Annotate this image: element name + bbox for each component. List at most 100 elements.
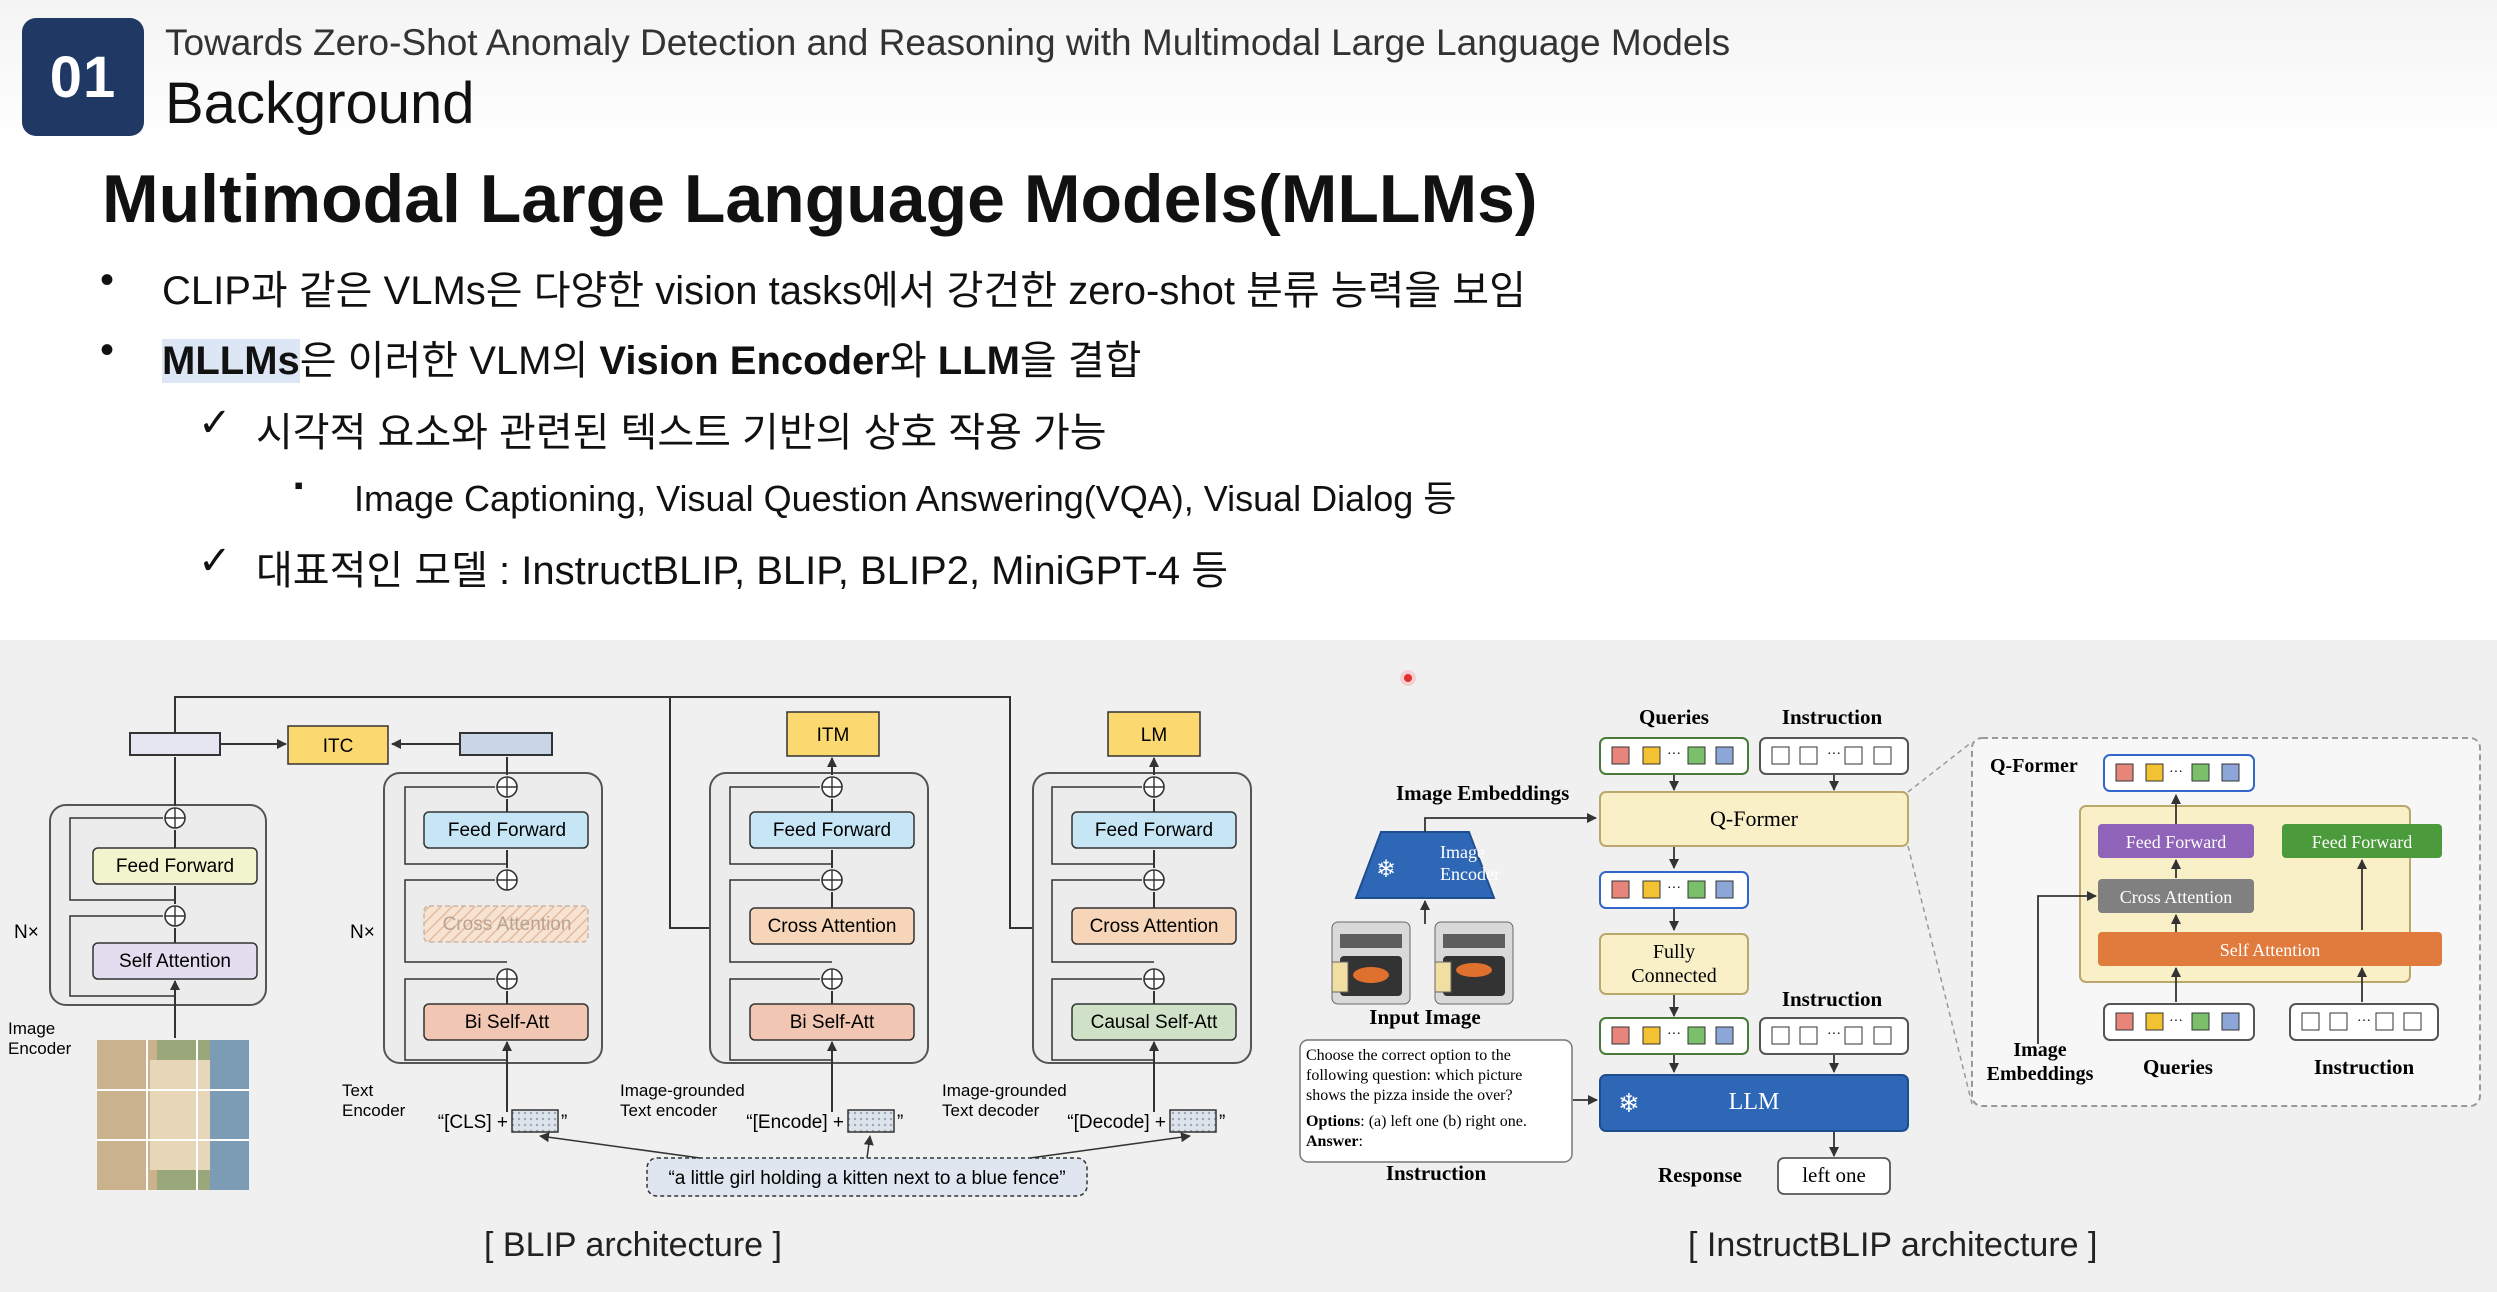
header-bar bbox=[0, 0, 2497, 150]
queries-tokens-top bbox=[1599, 737, 1749, 775]
bullet-mllm-combine: MLLMs은 이러한 VLM의 Vision Encoder와 LLM을 결합 bbox=[162, 328, 1141, 386]
projected-query-tokens bbox=[1599, 1017, 1749, 1055]
ellipsis: ··· bbox=[2357, 1014, 2371, 1029]
encoder-frozen-snowflake-icon: ❄ bbox=[1376, 857, 1396, 883]
blip-text: Cross Attention bbox=[443, 914, 572, 935]
sub-item-tasks: Image Captioning, Visual Question Answer… bbox=[354, 478, 1457, 519]
bullet-marker: • bbox=[100, 258, 115, 302]
blip-image-embedding-token bbox=[129, 732, 221, 756]
query-output-tokens bbox=[1599, 871, 1749, 909]
qformer-detail-title: Q-Former bbox=[1990, 755, 2078, 777]
response-box bbox=[1777, 1157, 1891, 1195]
bullet-clip-zero-shot: CLIP과 같은 VLMs은 다양한 vision tasks에서 강건한 ze… bbox=[162, 269, 1526, 313]
instruction-label-top: Instruction bbox=[1782, 705, 1883, 729]
ellipsis: ··· bbox=[1667, 747, 1681, 762]
ellipsis: ··· bbox=[2169, 1014, 2183, 1029]
blip-sentence-text: “a little girl holding a kitten next to … bbox=[668, 1168, 1065, 1189]
bullet-marker: • bbox=[100, 328, 115, 372]
instruction-text-box bbox=[1299, 1039, 1573, 1163]
blip-cls-text: “[CLS] + bbox=[438, 1112, 508, 1133]
qf-self-attention bbox=[2098, 932, 2442, 966]
blip-decode-text: “[Decode] + bbox=[1067, 1112, 1166, 1133]
instruction-tokens-bottom bbox=[1759, 1017, 1909, 1055]
blip-text-embedding-token bbox=[459, 732, 553, 756]
prompt-line: shows the pizza inside the over? bbox=[1306, 1087, 1513, 1104]
blip-text: Feed Forward bbox=[1095, 820, 1213, 841]
response-label: Response bbox=[1658, 1163, 1742, 1187]
blip-itc-label: ITC bbox=[323, 736, 354, 757]
blip-quote-end: ” bbox=[897, 1112, 903, 1133]
prompt-line: Choose the correct option to the bbox=[1306, 1047, 1511, 1064]
q-former-label: Q-Former bbox=[1710, 806, 1799, 831]
check-icon: ✓ bbox=[198, 539, 232, 583]
q-former-box bbox=[1599, 791, 1909, 847]
blip-encode-token bbox=[847, 1109, 895, 1133]
blip-quote-end: ” bbox=[1219, 1112, 1225, 1133]
llm-box bbox=[1599, 1074, 1909, 1132]
paper-title: Towards Zero-Shot Anomaly Detection and … bbox=[165, 22, 1731, 63]
highlight-mllms: MLLMs bbox=[162, 339, 300, 383]
blip-lm-box bbox=[1107, 711, 1201, 757]
blip-text: Cross Attention bbox=[768, 916, 897, 937]
check-item-models: 대표적인 모델 : InstructBLIP, BLIP, BLIP2, Min… bbox=[256, 549, 1229, 593]
section-number-badge: 01 bbox=[22, 18, 144, 136]
blip-decode-token bbox=[1169, 1109, 1217, 1133]
blip-nx-label: N× bbox=[14, 922, 39, 943]
prompt-options: Options: (a) left one (b) right one. bbox=[1306, 1113, 1527, 1130]
qf-instruction-tokens bbox=[2289, 1003, 2439, 1041]
instruction-tokens-top bbox=[1759, 737, 1909, 775]
blip-text: Feed Forward bbox=[448, 820, 566, 841]
blip-diagram: ITC ITM LM Feed Forward Self Attention F… bbox=[8, 696, 1252, 1197]
qf-queries-label: Queries bbox=[2143, 1055, 2213, 1079]
qf-feed-forward-label: Feed Forward bbox=[2126, 832, 2226, 852]
qf-feed-forward-green bbox=[2282, 824, 2442, 858]
input-image-label: Input Image bbox=[1369, 1005, 1480, 1029]
qf-output-tokens bbox=[2103, 754, 2255, 792]
blip-nx-label: N× bbox=[350, 922, 375, 943]
bullet-text: 을 결합 bbox=[1019, 339, 1142, 383]
qf-cross-attention-label: Cross Attention bbox=[2120, 887, 2233, 907]
blip-text: Self Attention bbox=[119, 951, 231, 972]
blip-cls-token bbox=[511, 1109, 559, 1133]
fully-connected-box bbox=[1599, 933, 1749, 995]
blip-encode-text: “[Encode] + bbox=[746, 1112, 844, 1133]
llm-label: LLM bbox=[1729, 1089, 1780, 1115]
slide-heading: Multimodal Large Language Models(MLLMs) bbox=[102, 161, 1538, 237]
ellipsis: ··· bbox=[1827, 747, 1841, 762]
ellipsis: ··· bbox=[2169, 765, 2183, 780]
ellipsis: ··· bbox=[1667, 1027, 1681, 1042]
blip-itm-label: ITM bbox=[817, 725, 850, 746]
instruction-label-left: Instruction bbox=[1386, 1161, 1487, 1185]
qf-self-attention-label: Self Attention bbox=[2220, 940, 2321, 960]
prompt-answer: Answer: bbox=[1306, 1133, 1363, 1150]
instruction-label-bottom: Instruction bbox=[1782, 987, 1883, 1011]
instructblip-diagram: Queries Instruction ··· ··· ··· ··· ··· … bbox=[1299, 670, 2481, 1195]
qf-cross-attention bbox=[2098, 879, 2254, 913]
check-icon: ✓ bbox=[198, 401, 232, 445]
qf-feed-forward-label: Feed Forward bbox=[2312, 832, 2412, 852]
qf-feed-forward-purple bbox=[2098, 824, 2254, 858]
blip-itm-box bbox=[786, 711, 880, 757]
blip-text: Cross Attention bbox=[1090, 916, 1219, 937]
square-bullet-icon: ▪ bbox=[294, 470, 304, 500]
blip-text-cross-attention-disabled bbox=[423, 905, 589, 943]
ellipsis: ··· bbox=[1827, 1027, 1841, 1042]
bold-llm: LLM bbox=[937, 339, 1020, 383]
blip-quote-end: ” bbox=[561, 1112, 567, 1133]
image-embeddings-label: Image Embeddings bbox=[1396, 781, 1569, 805]
blip-lm-label: LM bbox=[1141, 725, 1167, 746]
image-encoder-trapezoid bbox=[1354, 831, 1496, 899]
blip-text: Bi Self-Att bbox=[790, 1012, 875, 1033]
blip-text: Feed Forward bbox=[116, 856, 234, 877]
bullet-text: 은 이러한 VLM의 bbox=[299, 339, 600, 383]
instructblip-caption: [ InstructBLIP architecture ] bbox=[1688, 1226, 2098, 1264]
qf-instruction-label: Instruction bbox=[2314, 1055, 2415, 1079]
